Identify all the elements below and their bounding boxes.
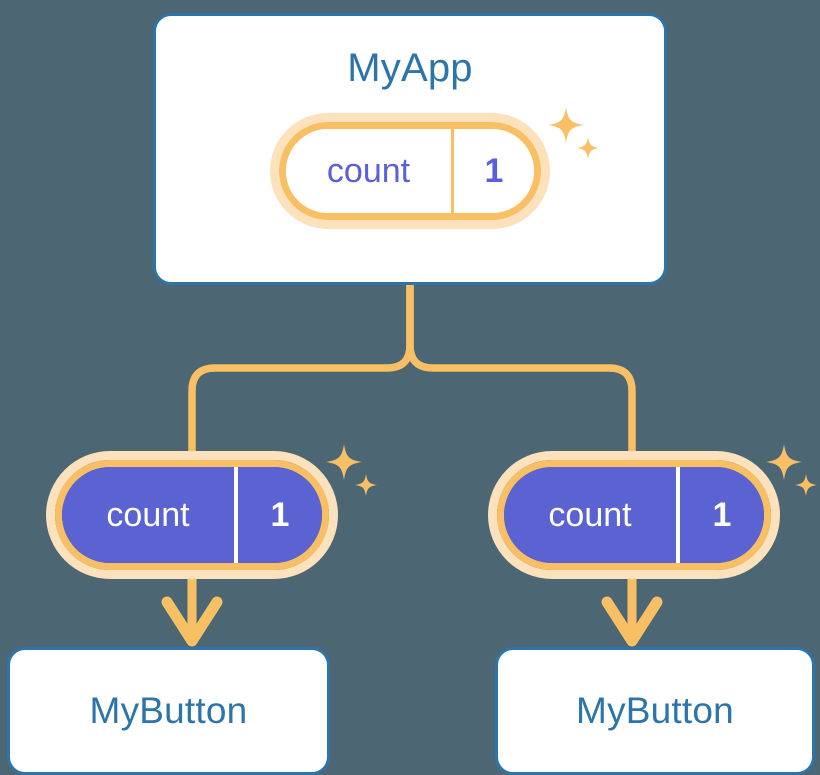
button-card-title: MyButton xyxy=(576,690,734,731)
state-pill[interactable]: count 1 xyxy=(279,122,541,220)
arrow-down-icon-right-head xyxy=(601,596,663,647)
state-pill-value: 1 xyxy=(676,467,764,563)
state-pill-child-left[interactable]: count 1 xyxy=(55,460,329,570)
state-pill-value: 1 xyxy=(234,467,322,563)
state-pill[interactable]: count 1 xyxy=(55,460,329,570)
state-pill-key: count xyxy=(286,129,451,213)
state-pill-value: 1 xyxy=(451,129,534,213)
page-title: MyApp xyxy=(347,46,473,90)
button-card-title: MyButton xyxy=(89,690,248,731)
state-pill-key: count xyxy=(62,467,234,563)
branch-left-wire xyxy=(188,279,414,466)
state-pill-child-right[interactable]: count 1 xyxy=(497,460,771,570)
branch-right-wire xyxy=(406,279,636,466)
arrow-down-icon-left-head xyxy=(161,596,223,647)
state-pill[interactable]: count 1 xyxy=(497,460,771,570)
state-pill-app[interactable]: count 1 xyxy=(279,122,541,220)
button-card-right[interactable]: MyButton xyxy=(495,647,815,775)
state-pill-key: count xyxy=(504,467,676,563)
button-card-left[interactable]: MyButton xyxy=(7,647,330,775)
